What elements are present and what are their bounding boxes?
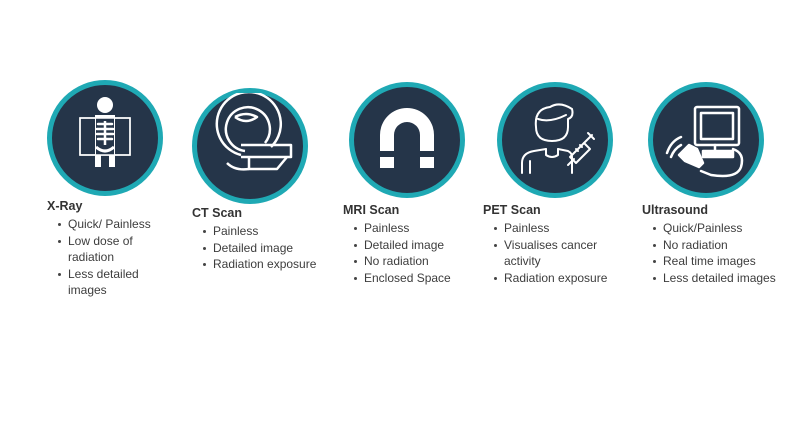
magnet-icon xyxy=(349,82,465,198)
list-item: Quick/Painless xyxy=(653,220,800,237)
modality-title: CT Scan xyxy=(192,206,243,220)
list-item: No radiation xyxy=(653,237,800,254)
list-item: Detailed image xyxy=(203,240,337,257)
list-item: Low dose of radiation xyxy=(58,233,158,266)
list-item: Less detailed images xyxy=(58,266,158,299)
list-item: Quick/ Painless xyxy=(58,216,158,233)
ct-scanner-icon xyxy=(192,88,308,204)
benefits-list: Quick/ Painless Low dose of radiation Le… xyxy=(47,216,158,299)
benefits-list: Quick/Painless No radiation Real time im… xyxy=(642,220,800,286)
list-item: Radiation exposure xyxy=(203,256,337,273)
modality-title: MRI Scan xyxy=(343,203,400,217)
ultrasound-machine-icon xyxy=(648,82,764,198)
list-item: Painless xyxy=(494,220,619,237)
list-item: Real time images xyxy=(653,253,800,270)
xray-skeleton-icon xyxy=(47,80,163,196)
benefits-list: Painless Visualises cancer activity Radi… xyxy=(483,220,619,286)
list-item: Painless xyxy=(203,223,337,240)
patient-syringe-icon xyxy=(497,82,613,198)
list-item: Painless xyxy=(354,220,483,237)
list-item: Enclosed Space xyxy=(354,270,483,287)
benefits-list: Painless Detailed image No radiation Enc… xyxy=(343,220,483,286)
list-item: Less detailed images xyxy=(653,270,800,287)
list-item: Radiation exposure xyxy=(494,270,619,287)
list-item: No radiation xyxy=(354,253,483,270)
modality-title: X-Ray xyxy=(47,199,83,213)
benefits-list: Painless Detailed image Radiation exposu… xyxy=(192,223,337,273)
modality-title: PET Scan xyxy=(483,203,541,217)
list-item: Detailed image xyxy=(354,237,483,254)
list-item: Visualises cancer activity xyxy=(494,237,619,270)
modality-title: Ultrasound xyxy=(642,203,708,217)
